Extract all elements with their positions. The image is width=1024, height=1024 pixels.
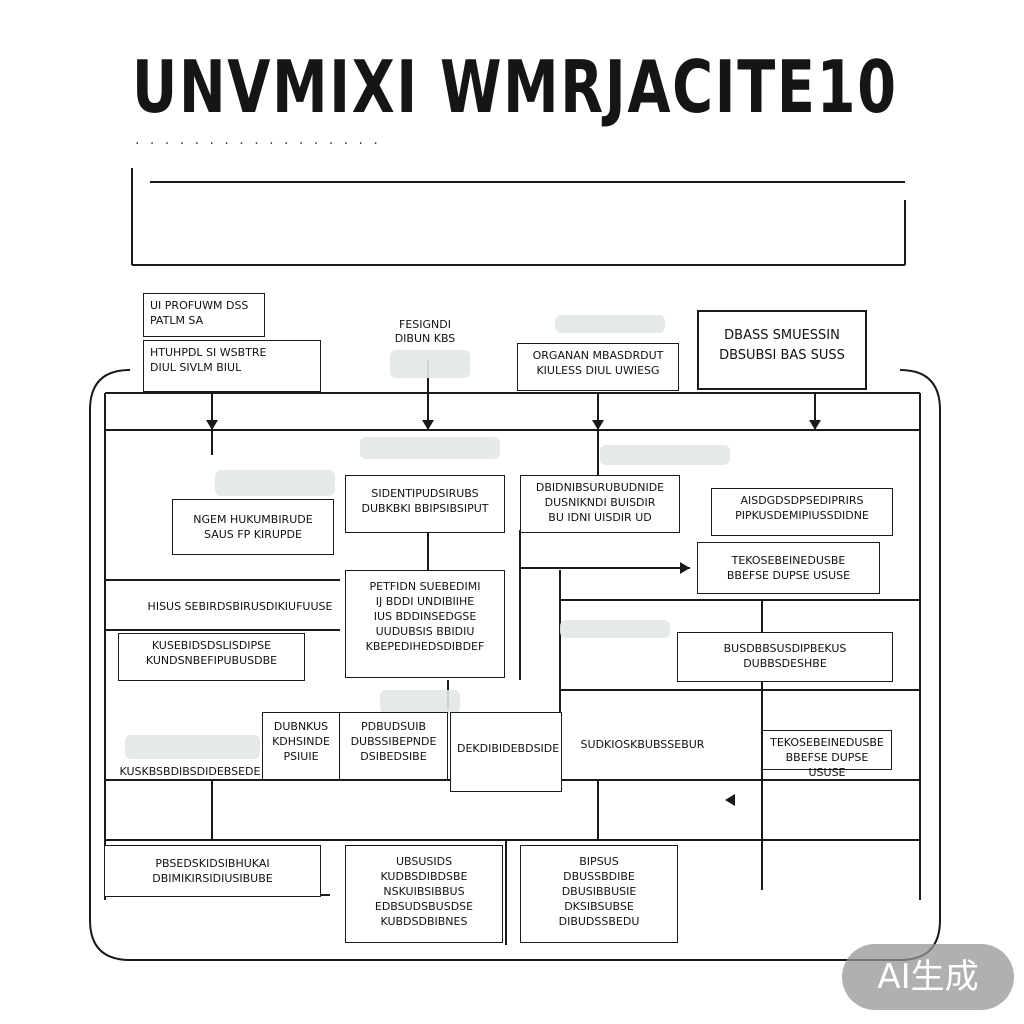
blur-patch: [560, 620, 670, 638]
right-small-box: TEKOSEBEINEDUSBE BBEFSE DUPSE USUSE: [697, 542, 880, 594]
top-left-note-box: UI PROFUWM DSS PATLM SA: [143, 293, 265, 337]
bottom-center-box-2: BIPSUS DBUSSBDIBE DBUSIBBUSIE DKSIBSUBSE…: [520, 845, 678, 943]
right-lower-box: BUSDBBSUSDIPBEKUS DUBBSDESHBE: [677, 632, 893, 682]
blur-patch: [125, 735, 260, 759]
blur-patch: [215, 470, 335, 496]
left-lower-box: KUSEBIDSDSLISDIPSE KUNDSNBEFIPUBUSDBE: [118, 633, 305, 681]
center-large-box: PETFIDN SUEBEDIMI IJ BDDI UNDIBIIHE IUS …: [345, 570, 505, 678]
bottom-center-box-1: UBSUSIDS KUDBSDIBDSBE NSKUIBSIBBUS EDBSU…: [345, 845, 503, 943]
left-side-caption: KUSKBSBDIBSDIDEBSEDE: [119, 765, 261, 778]
middle-center-box-1: SIDENTIPUDSIRUBS DUBKBKI BBIPSIBSIPUT: [345, 475, 505, 533]
left-row-label: HISUS SEBIRDSBIRUSDIKIUFUUSE: [147, 600, 333, 613]
blur-patch: [555, 315, 665, 333]
diagram-title: UNVMIXI WMRJACITE10: [132, 45, 898, 129]
lower-center-box-1: DUBNKUS KDHSINDE PSIUIE: [262, 712, 340, 780]
top-middle-box: ORGANAN MBASDRDUT KIULESS DIUL UWIESG: [517, 343, 679, 391]
ai-generated-badge: AI生成: [842, 944, 1014, 1010]
diagram-subtitle: . . . . . . . . . . . . . . . . .: [135, 132, 381, 148]
lower-right-box: TEKOSEBEINEDUSBE BBEFSE DUPSE USUSE: [762, 730, 892, 779]
top-left-box: HTUHPDL SI WSBTRE DIUL SIVLM BIUL: [143, 340, 321, 392]
blur-patch: [380, 690, 460, 714]
lower-center-box-3: DEKDIBIDEBDSIDE: [450, 712, 562, 792]
bottom-left-box: PBSEDSKIDSIBHUKAI DBIMIKIRSIDIUSIBUBE: [104, 845, 321, 897]
middle-right-box: AISDGDSDPSEDIPRIRS PIPKUSDEMIPIUSSDIDNE: [711, 488, 893, 536]
blur-patch: [390, 350, 470, 378]
middle-center-box-2: DBIDNIBSURUBUDNIDE DUSNIKNDI BUISDIR BU …: [520, 475, 680, 533]
lower-center-box-2: PDBUDSUIB DUBSSIBEPNDE DSIBEDSIBE: [340, 712, 448, 780]
top-middle-label: FESIGNDI DIBUN KBS: [394, 318, 456, 345]
middle-left-box: NGEM HUKUMBIRUDE SAUS FP KIRUPDE: [172, 499, 334, 555]
blur-patch: [360, 437, 500, 459]
top-right-box: DBASS SMUESSIN DBSUBSI BAS SUSS: [697, 310, 867, 390]
lower-center-caption: SUDKIOSKBUBSSEBUR: [580, 738, 705, 751]
blur-patch: [600, 445, 730, 465]
